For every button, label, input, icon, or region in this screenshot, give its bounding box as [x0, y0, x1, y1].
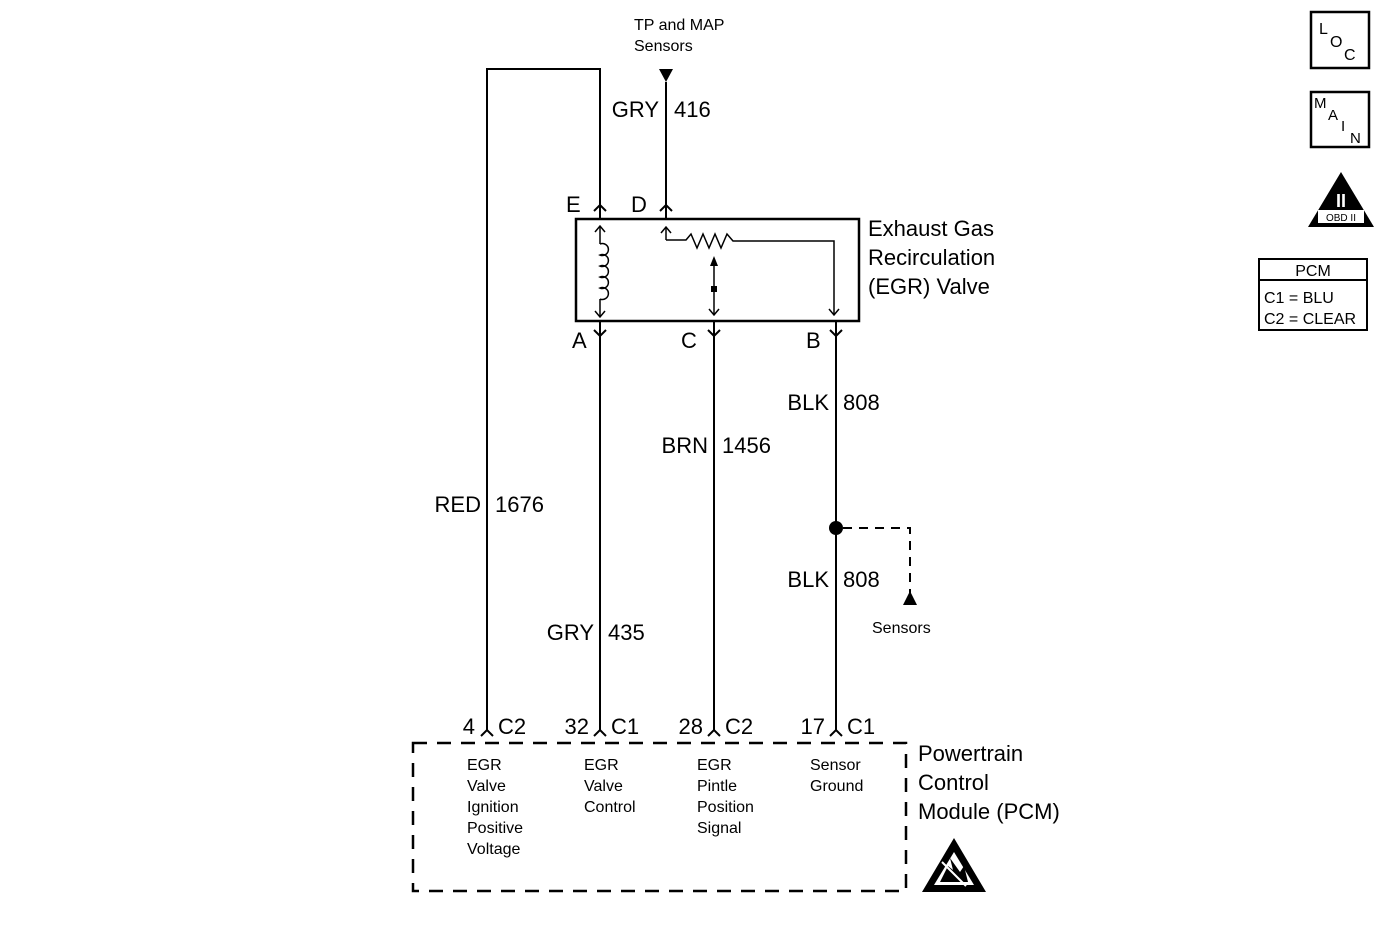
terminal-a-connector [593, 329, 607, 338]
svg-text:EGR: EGR [584, 757, 619, 774]
svg-text:Pintle: Pintle [697, 778, 737, 795]
terminal-c-label: C [681, 328, 697, 353]
terminal-a-label: A [572, 328, 587, 353]
wire-blk-808-lower: BLK 808 [787, 528, 880, 730]
egr-valve-body [574, 217, 861, 323]
pcm-name-line3: Module (PCM) [918, 799, 1060, 824]
svg-text:N: N [1350, 130, 1361, 147]
egr-valve-name-line3: (EGR) Valve [868, 274, 990, 299]
splice-dot [829, 521, 843, 535]
obd-ii-badge: II OBD II [1308, 172, 1374, 227]
terminal-c-connector [707, 329, 721, 338]
pcm-pin-function: EGR Valve Ignition Positive Voltage [467, 757, 523, 858]
svg-text:EGR: EGR [467, 757, 502, 774]
wire-blk-808-upper: BLK 808 [787, 328, 880, 528]
egr-valve-name-line2: Recirculation [868, 245, 995, 270]
pcm-pin-function: EGR Pintle Position Signal [697, 757, 754, 837]
pcm-pin-number: 32 [565, 714, 589, 739]
wire-color-label: GRY [547, 620, 595, 645]
pcm-name-line1: Powertrain [918, 741, 1023, 766]
wire-color-label: BLK [787, 567, 829, 592]
pcm-pin-connector [707, 728, 721, 737]
down-arrow-icon [659, 69, 673, 82]
svg-text:EGR: EGR [697, 757, 732, 774]
sensors-label: Sensors [872, 620, 931, 637]
pcm-pin-number: 17 [801, 714, 825, 739]
solenoid-coil-icon [594, 224, 610, 319]
pcm-pin-number: 4 [463, 714, 475, 739]
svg-text:Voltage: Voltage [467, 841, 520, 858]
wire-circuit-label: 808 [843, 390, 880, 415]
ground-splice-to-sensors: Sensors [829, 521, 931, 637]
tp-map-sensors-reference: TP and MAP Sensors [634, 17, 724, 82]
svg-text:A: A [1328, 107, 1338, 124]
wire-gry-435: GRY 435 [547, 328, 645, 730]
legend-title: PCM [1295, 263, 1331, 280]
wire-circuit-label: 1676 [495, 492, 544, 517]
legend-row: C2 = CLEAR [1264, 311, 1356, 328]
wire-color-label: BRN [662, 433, 708, 458]
pcm-pin-number: 28 [679, 714, 703, 739]
wire-red-1676: RED 1676 [435, 68, 601, 730]
main-button[interactable]: M A I N [1309, 90, 1371, 149]
pcm-pin-connector-id: C1 [611, 714, 639, 739]
svg-text:Control: Control [584, 799, 636, 816]
wire-circuit-label: 435 [608, 620, 645, 645]
wire-circuit-label: 416 [674, 97, 711, 122]
svg-text:Ground: Ground [810, 778, 863, 795]
svg-text:Signal: Signal [697, 820, 741, 837]
pcm-pin-connector-id: C2 [498, 714, 526, 739]
svg-text:O: O [1330, 34, 1342, 51]
pcm-pin-connector [829, 728, 843, 737]
svg-text:Valve: Valve [467, 778, 506, 795]
esd-sensitive-icon [922, 838, 986, 892]
wire-brn-1456: BRN 1456 [662, 328, 771, 730]
pcm-pin-connector-id: C2 [725, 714, 753, 739]
terminal-b-label: B [806, 328, 821, 353]
pcm-pin-connector-id: C1 [847, 714, 875, 739]
wire-gry-416: GRY 416 [612, 82, 711, 205]
svg-text:C: C [1344, 47, 1356, 64]
svg-text:Sensor: Sensor [810, 757, 861, 774]
pcm-body [411, 741, 908, 893]
wire-circuit-label: 1456 [722, 433, 771, 458]
pcm-name-line2: Control [918, 770, 989, 795]
tp-map-label-line2: Sensors [634, 38, 693, 55]
up-arrow-icon [903, 591, 917, 605]
pcm-pin-connector [593, 728, 607, 737]
pcm-pin-function: EGR Valve Control [584, 757, 636, 816]
wire-circuit-label: 808 [843, 567, 880, 592]
wire-color-label: GRY [612, 97, 660, 122]
egr-valve: E D A C B Exhaust Gas Recirculation (EGR… [566, 192, 995, 353]
egr-valve-name-line1: Exhaust Gas [868, 216, 994, 241]
terminal-e-label: E [566, 192, 581, 217]
svg-text:Position: Position [697, 799, 754, 816]
pcm: 4 C2 32 C1 28 C2 17 C1 EGR Valve Ignitio… [411, 714, 1060, 893]
svg-text:L: L [1319, 21, 1328, 38]
legend-row: C1 = BLU [1264, 290, 1334, 307]
svg-text:Ignition: Ignition [467, 799, 519, 816]
terminal-d-label: D [631, 192, 647, 217]
svg-text:I: I [1341, 118, 1345, 135]
svg-text:Positive: Positive [467, 820, 523, 837]
loc-button[interactable]: L O C [1309, 10, 1371, 70]
tp-map-label-line1: TP and MAP [634, 17, 724, 34]
wire-color-label: RED [435, 492, 481, 517]
obd-numeral: II [1336, 191, 1346, 211]
pintle-position-potentiometer-icon [660, 225, 840, 317]
pcm-pin-connector [480, 728, 494, 737]
wire-color-label: BLK [787, 390, 829, 415]
pcm-connector-legend: PCM C1 = BLU C2 = CLEAR [1258, 258, 1368, 331]
svg-text:Valve: Valve [584, 778, 623, 795]
svg-text:M: M [1314, 95, 1327, 112]
obd-label: OBD II [1326, 213, 1356, 224]
terminal-b-connector [829, 329, 843, 338]
pcm-pin-function: Sensor Ground [810, 757, 863, 795]
